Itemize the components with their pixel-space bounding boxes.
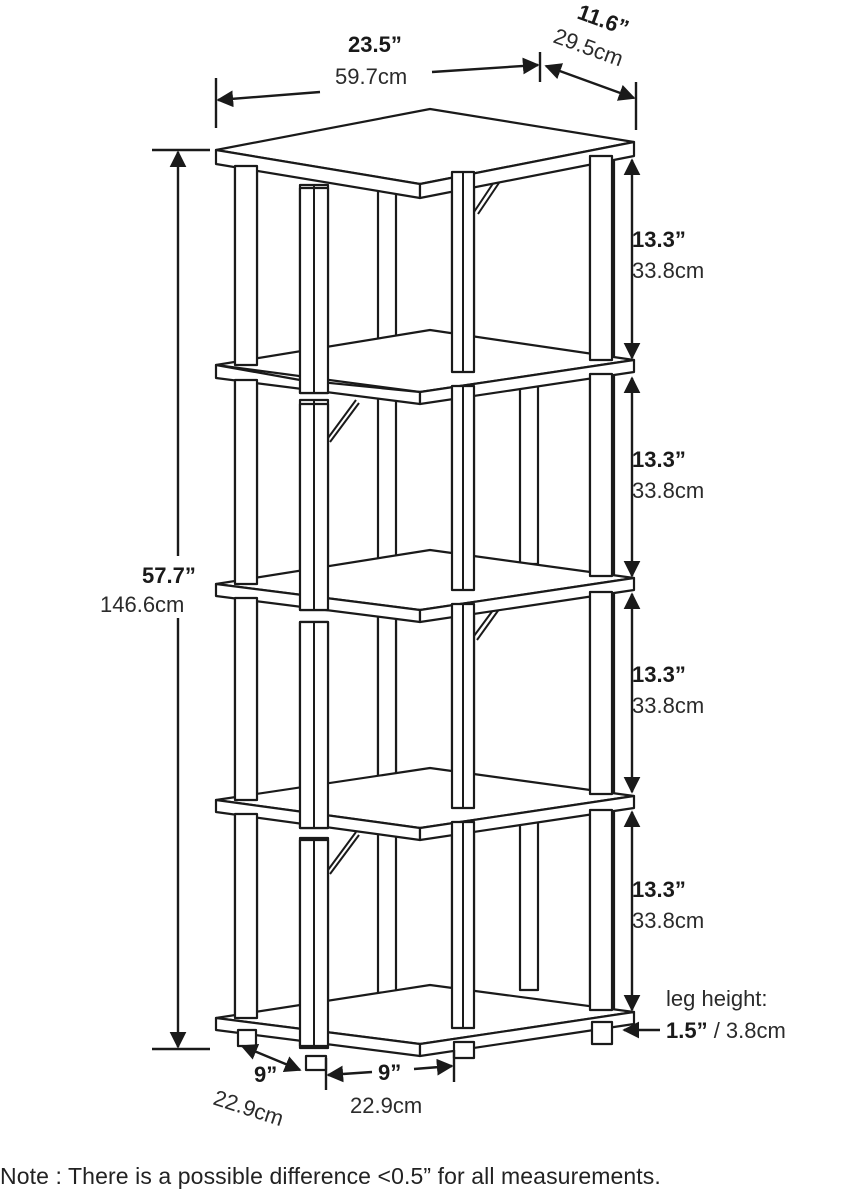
shelf-height-dimensions: 13.3” 33.8cm 13.3” 33.8cm 13.3” 33.8cm 1… [623,158,704,1012]
width-imperial: 23.5” [348,32,402,57]
bookshelf-drawing [214,107,636,1072]
shelf-2-imperial: 13.3” [632,447,686,472]
base-depth-imperial: 9” [254,1062,277,1087]
shelf-4 [214,766,636,842]
leg-height-label: leg height: [666,986,768,1011]
shelf-2 [214,328,636,406]
shelf-boards [214,107,636,1058]
post-fronts [233,154,614,1048]
cross-braces [327,169,506,875]
shelf-1-imperial: 13.3” [632,227,686,252]
shelf-3-metric: 33.8cm [632,693,704,718]
feet [236,1020,614,1072]
base-depth-dimension: 9” 22.9cm [210,1044,302,1131]
leg-height-metric: / 3.8cm [708,1018,786,1043]
leg-height-value: 1.5” / 3.8cm [666,1018,786,1043]
shelf-4-imperial: 13.3” [632,877,686,902]
height-imperial: 57.7” [142,563,196,588]
base-width-dimension: 9” 22.9cm [324,1050,456,1118]
leg-height-imperial: 1.5” [666,1018,708,1043]
base-width-imperial: 9” [378,1060,401,1085]
shelf-top [214,107,636,200]
shelf-bottom [214,983,636,1058]
height-dimension: 57.7” 146.6cm [100,148,210,1051]
measurement-note: Note : There is a possible difference <0… [0,1163,661,1189]
height-metric: 146.6cm [100,592,184,617]
depth-dimension: 11.6” 29.5cm [544,0,638,130]
shelf-1-metric: 33.8cm [632,258,704,283]
shelf-4-metric: 33.8cm [632,908,704,933]
base-depth-metric: 22.9cm [210,1085,286,1131]
shelf-2-metric: 33.8cm [632,478,704,503]
leg-height-dimension: leg height: 1.5” / 3.8cm [622,986,786,1043]
width-metric: 59.7cm [335,64,407,89]
shelf-3 [214,548,636,624]
width-dimension: 23.5” 59.7cm [214,32,542,128]
shelf-3-imperial: 13.3” [632,662,686,687]
base-width-metric: 22.9cm [350,1093,422,1118]
